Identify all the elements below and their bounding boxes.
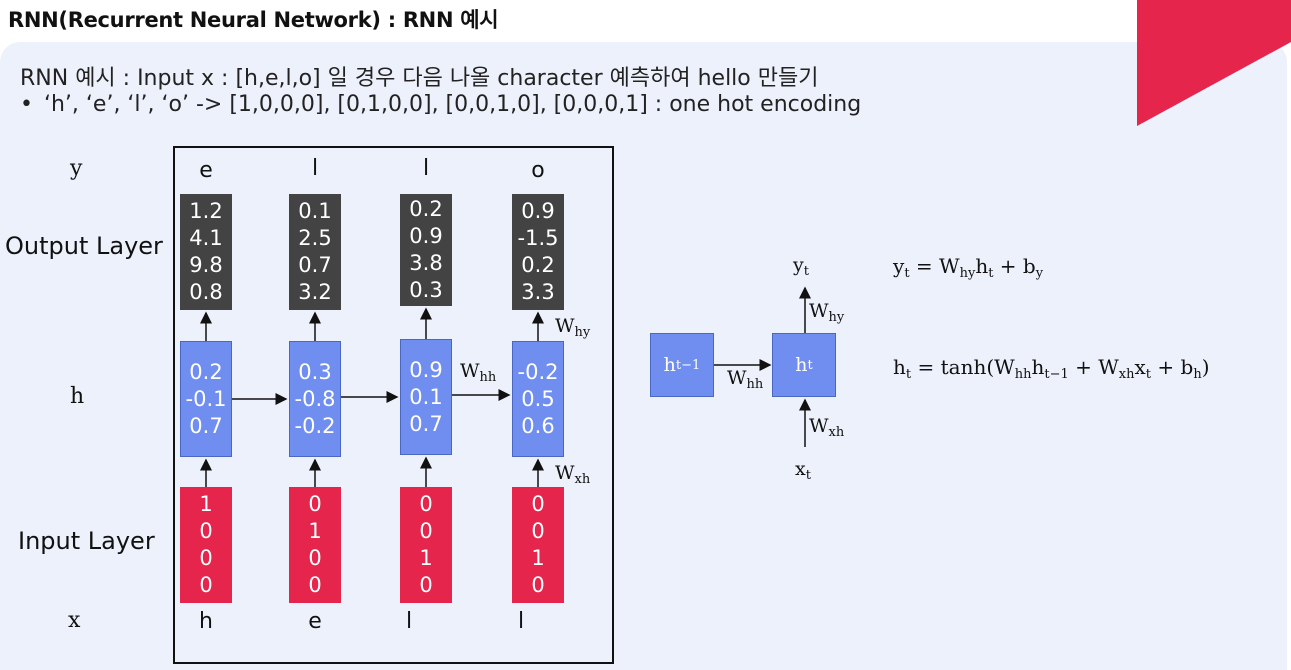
cell-weight-label-whh: Whh	[727, 367, 764, 392]
row-label-output-layer: Output Layer	[5, 232, 163, 260]
output-char: l	[311, 156, 319, 181]
equation-hidden: ht = tanh(Whhht−1 + Wxhxt + bh)	[893, 355, 1210, 382]
page-title: RNN(Recurrent Neural Network) : RNN 예시	[8, 8, 499, 32]
row-label-input-layer: Input Layer	[18, 527, 155, 555]
row-label-h: h	[70, 384, 85, 409]
cell-output-label-yt: yt	[793, 254, 809, 279]
unrolled-rnn-frame	[173, 146, 614, 664]
equation-output: yt = Whyht + by	[893, 254, 1044, 281]
input-char: h	[199, 609, 213, 634]
corner-accent-shape	[1137, 0, 1291, 126]
output-char: e	[199, 158, 213, 183]
cell-weight-label-wxh: Wxh	[809, 415, 845, 440]
hidden-state-box: 0.3-0.8-0.2	[289, 341, 341, 457]
input-char: e	[308, 609, 322, 634]
weight-label-whh: Whh	[460, 360, 497, 385]
output-char: l	[422, 156, 430, 181]
description-line-1: RNN 예시 : Input x : [h,e,l,o] 일 경우 다음 나올 …	[20, 66, 819, 91]
description-line-2: ‘h’, ‘e’, ‘l’, ‘o’ -> [1,0,0,0], [0,1,0,…	[44, 92, 862, 117]
cell-input-label-xt: xt	[795, 458, 811, 483]
row-label-x: x	[68, 608, 81, 633]
input-char: l	[405, 609, 413, 634]
cell-weight-label-why: Why	[809, 300, 845, 325]
weight-label-wxh: Wxh	[555, 462, 591, 487]
weight-label-why: Why	[555, 315, 591, 340]
input-char: l	[517, 609, 525, 634]
row-label-y: y	[70, 156, 83, 181]
bullet-icon: •	[20, 92, 33, 117]
output-char: o	[531, 158, 545, 183]
